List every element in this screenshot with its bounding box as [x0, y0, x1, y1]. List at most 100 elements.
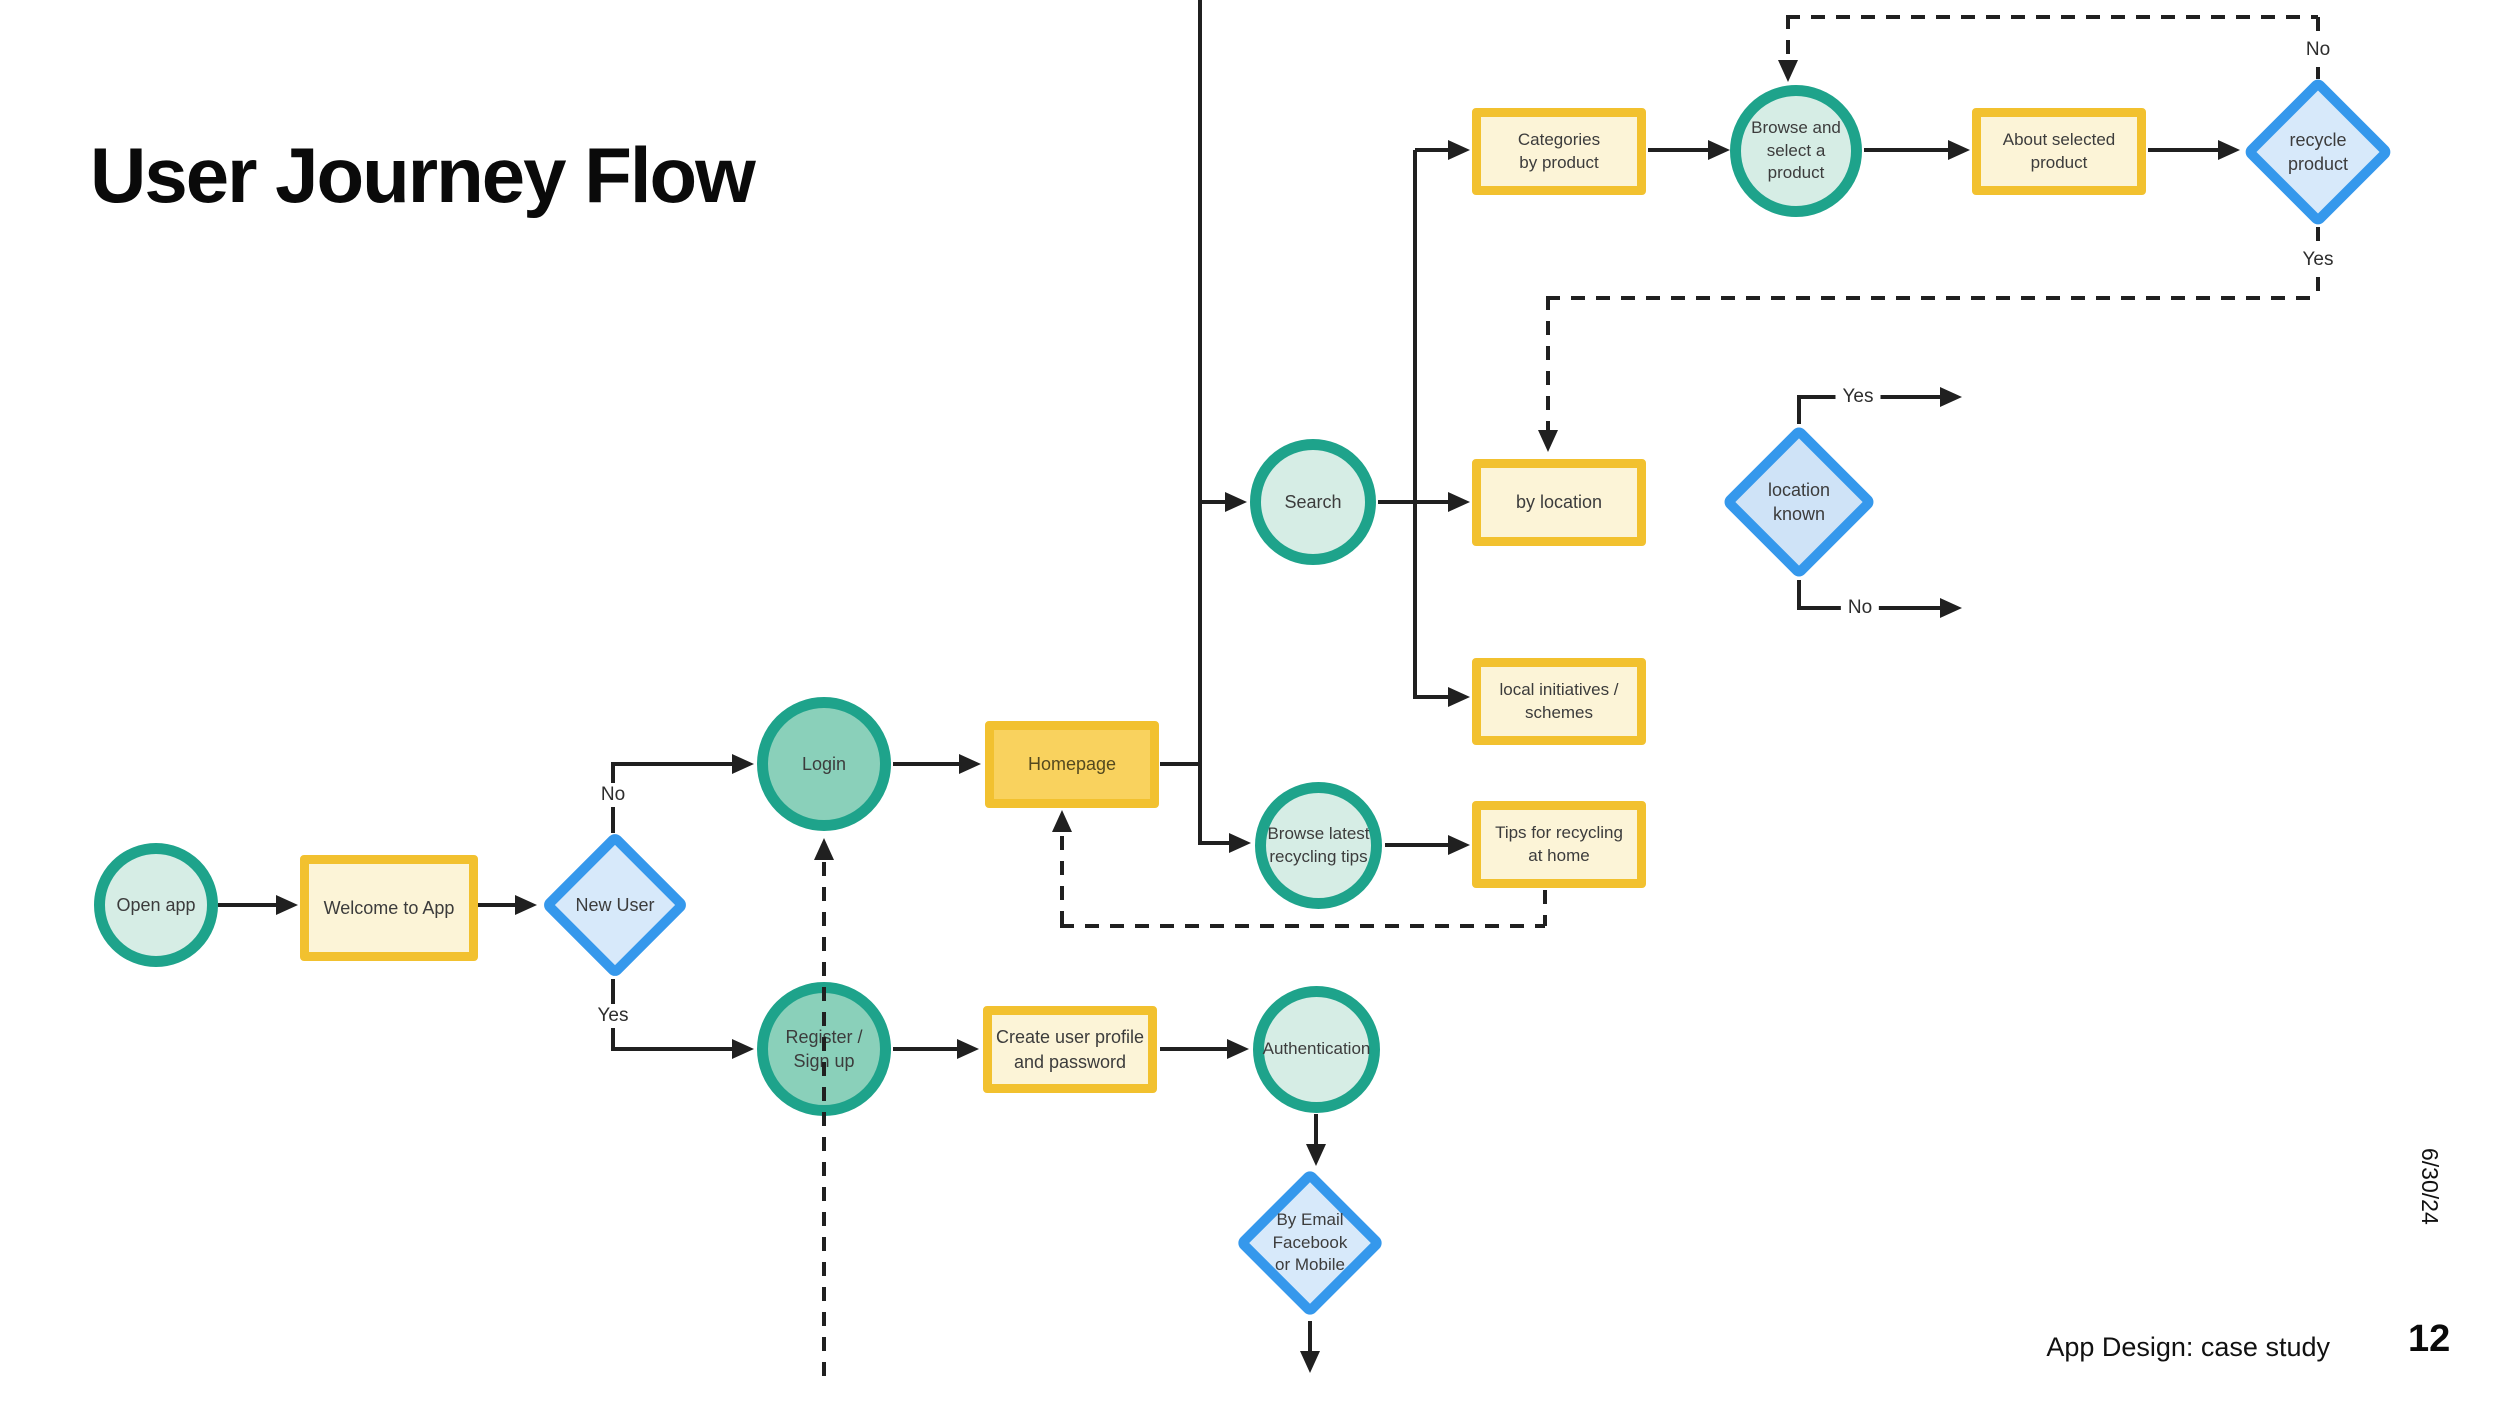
node-by-location: by location: [1472, 459, 1646, 546]
node-categories: Categories by product: [1472, 108, 1646, 195]
node-label: local initiatives / schemes: [1499, 679, 1619, 722]
connector-browseselect-aboutselected: [1864, 148, 1948, 152]
connector-openapp-welcome: [218, 903, 278, 907]
node-label: Homepage: [1027, 754, 1117, 775]
node-label: Tips for recycling at home: [1495, 822, 1623, 865]
node-homepage: Homepage: [985, 721, 1159, 808]
node-label: Search: [1284, 491, 1342, 512]
arrowhead: [1940, 387, 1962, 407]
dashed-recycle-no-drop: [1786, 15, 1790, 60]
connector-categories-browseselect: [1648, 148, 1708, 152]
connector-register-createprofile: [893, 1047, 959, 1051]
arrowhead: [1225, 492, 1247, 512]
node-browse-select: Browse and select a product: [1730, 85, 1862, 217]
dashed-recycle-yes-drop: [1546, 296, 1550, 430]
connector-auth-byemail: [1314, 1114, 1318, 1146]
slide-date: 6/30/24: [2417, 1148, 2443, 1225]
arrowhead: [1300, 1351, 1320, 1373]
node-open-app: Open app: [94, 843, 218, 967]
node-label: Login: [801, 753, 847, 774]
arrowhead: [515, 895, 537, 915]
edge-label-recycle-no: No: [2298, 38, 2338, 62]
arrowhead: [1229, 833, 1251, 853]
node-new-user: New User: [539, 829, 691, 981]
dashed-recycle-no-h: [1786, 15, 2318, 19]
node-label: Create user profile and password: [995, 1027, 1145, 1072]
node-label: About selected product: [2002, 129, 2116, 172]
connector-branch-localinit: [1415, 695, 1448, 699]
node-about-selected: About selected product: [1972, 108, 2146, 195]
arrowhead: [732, 754, 754, 774]
node-recycle-product: recycle product: [2240, 74, 2396, 230]
arrowhead: [1448, 492, 1470, 512]
arrowhead: [276, 895, 298, 915]
arrowhead: [732, 1039, 754, 1059]
arrowhead: [1448, 687, 1470, 707]
connector-locknown-yes-v: [1797, 395, 1801, 424]
connector-trunk-browselatest: [1198, 841, 1229, 845]
edge-label-locknown-yes: Yes: [1835, 385, 1881, 409]
node-label: By Email Facebook or Mobile: [1272, 1209, 1348, 1275]
connector-branch-trunk: [1413, 150, 1417, 699]
connector-trunk-search: [1202, 500, 1227, 504]
dashed-tips-return-v1: [1543, 890, 1547, 926]
node-label: Browse and select a product: [1751, 117, 1841, 183]
node-search: Search: [1250, 439, 1376, 565]
node-create-profile: Create user profile and password: [983, 1006, 1157, 1093]
node-location-known: location known: [1719, 422, 1879, 582]
connector-newuser-register-h: [611, 1047, 734, 1051]
arrowhead: [957, 1039, 979, 1059]
node-label: New User: [575, 894, 655, 915]
edge-label-recycle-yes: Yes: [2295, 248, 2341, 272]
node-label: by location: [1515, 492, 1603, 513]
connector-branch-categories: [1415, 148, 1448, 152]
edge-label-newuser-no: No: [593, 783, 633, 807]
arrowhead: [1778, 60, 1798, 82]
arrowhead: [1948, 140, 1970, 160]
connector-welcome-newuser: [478, 903, 517, 907]
arrowhead: [1448, 140, 1470, 160]
arrowhead: [1227, 1039, 1249, 1059]
node-label: location known: [1767, 479, 1831, 524]
node-label: recycle product: [2287, 129, 2349, 174]
dashed-recycle-yes-h: [1546, 296, 2318, 300]
arrowhead: [2218, 140, 2240, 160]
node-label: Authentication: [1262, 1039, 1371, 1059]
dashed-return-login: [822, 862, 826, 1385]
node-browse-latest: Browse latest recycling tips: [1255, 782, 1382, 909]
page-number: 12: [2408, 1318, 2451, 1360]
arrowhead: [1306, 1144, 1326, 1166]
node-label: Welcome to App: [323, 897, 455, 918]
connector-byemail-out: [1308, 1321, 1312, 1353]
node-local-initiatives: local initiatives / schemes: [1472, 658, 1646, 745]
node-tips-home: Tips for recycling at home: [1472, 801, 1646, 888]
arrowhead: [814, 838, 834, 860]
node-label: Open app: [116, 894, 196, 915]
node-by-email: By Email Facebook or Mobile: [1233, 1166, 1387, 1320]
connector-aboutselected-recycle: [2148, 148, 2218, 152]
page-title: User Journey Flow: [90, 131, 756, 219]
dashed-tips-return-h: [1060, 924, 1545, 928]
node-login: Login: [757, 697, 891, 831]
node-label: Browse latest recycling tips: [1267, 823, 1370, 866]
connector-login-homepage: [893, 762, 961, 766]
arrowhead: [1940, 598, 1962, 618]
connector-homepage-trunk: [1160, 762, 1202, 766]
dashed-tips-return-v2: [1060, 836, 1064, 924]
node-label: Categories by product: [1517, 129, 1601, 172]
arrowhead: [1448, 835, 1470, 855]
edge-label-newuser-yes: Yes: [590, 1004, 636, 1028]
footer-label: App Design: case study: [2046, 1332, 2330, 1362]
connector-locknown-no-v: [1797, 580, 1801, 608]
connector-main-trunk: [1198, 0, 1202, 845]
edge-label-locknown-no: No: [1840, 596, 1880, 620]
connector-createprofile-auth: [1160, 1047, 1229, 1051]
node-welcome: Welcome to App: [300, 855, 478, 961]
node-authentication: Authentication: [1253, 986, 1380, 1113]
connector-newuser-login-h: [611, 762, 734, 766]
arrowhead: [959, 754, 981, 774]
arrowhead: [1052, 810, 1072, 832]
connector-browselatest-tips: [1385, 843, 1448, 847]
node-label: Register / Sign up: [785, 1026, 863, 1071]
